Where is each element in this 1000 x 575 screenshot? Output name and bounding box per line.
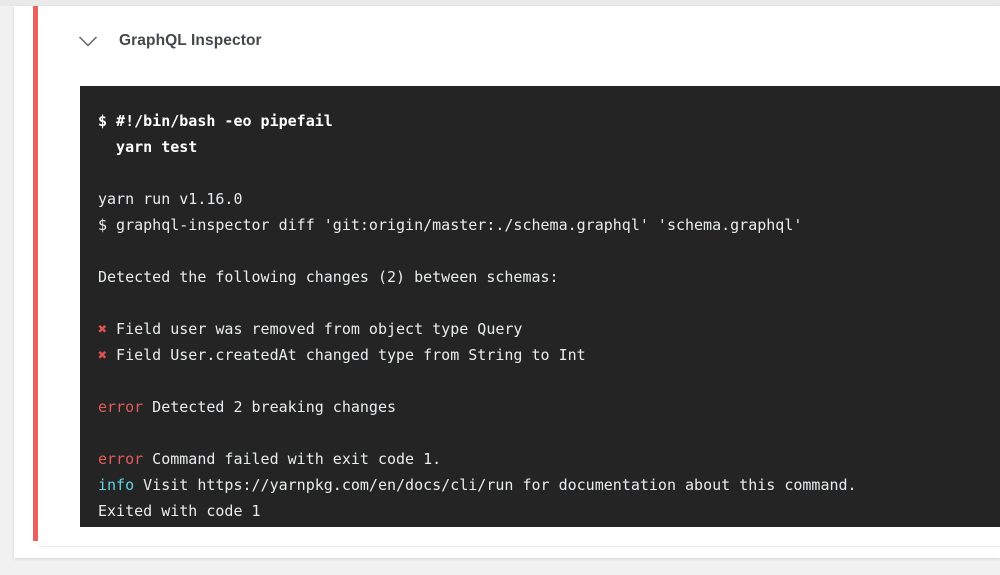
terminal-line xyxy=(98,420,996,446)
error-label: error xyxy=(98,450,144,468)
terminal-line xyxy=(98,238,996,264)
error-label: error xyxy=(98,398,144,416)
chevron-down-icon[interactable] xyxy=(75,28,101,54)
terminal-line xyxy=(98,160,996,186)
terminal-message-text: Visit https://yarnpkg.com/en/docs/cli/ru… xyxy=(134,476,857,494)
page-title: GraphQL Inspector xyxy=(119,31,262,49)
terminal-line: yarn run v1.16.0 xyxy=(98,186,996,212)
terminal-line xyxy=(98,368,996,394)
terminal-output-text: $ graphql-inspector diff 'git:origin/mas… xyxy=(98,216,803,234)
build-step-card: GraphQL Inspector $ #!/bin/bash -eo pipe… xyxy=(14,6,1000,558)
terminal-line: ✖ Field user was removed from object typ… xyxy=(98,316,996,342)
terminal-output-text: yarn run v1.16.0 xyxy=(98,190,243,208)
terminal-lines: $ #!/bin/bash -eo pipefail yarn test yar… xyxy=(80,86,1000,527)
terminal-line: Exited with code 1 xyxy=(98,498,996,524)
terminal-line xyxy=(98,290,996,316)
terminal-message-text: Command failed with exit code 1. xyxy=(143,450,442,468)
terminal-line: error Detected 2 breaking changes xyxy=(98,394,996,420)
terminal-log-output[interactable]: $ #!/bin/bash -eo pipefail yarn test yar… xyxy=(80,86,1000,527)
terminal-line: $ graphql-inspector diff 'git:origin/mas… xyxy=(98,212,996,238)
terminal-message-text: Detected 2 breaking changes xyxy=(143,398,397,416)
cross-mark-icon: ✖ xyxy=(98,320,108,338)
terminal-command-text: yarn test xyxy=(98,138,198,156)
card-divider xyxy=(38,546,1000,547)
terminal-line: $ #!/bin/bash -eo pipefail xyxy=(98,108,996,134)
terminal-change-text: Field user was removed from object type … xyxy=(107,320,523,338)
terminal-output-text: Detected the following changes (2) betwe… xyxy=(98,268,559,286)
terminal-command-text: $ #!/bin/bash -eo pipefail xyxy=(98,112,333,130)
terminal-line: error Command failed with exit code 1. xyxy=(98,446,996,472)
cross-mark-icon: ✖ xyxy=(98,346,108,364)
step-header[interactable]: GraphQL Inspector xyxy=(38,6,1000,75)
terminal-change-text: Field User.createdAt changed type from S… xyxy=(107,346,586,364)
top-strip xyxy=(0,0,1000,6)
terminal-line: ✖ Field User.createdAt changed type from… xyxy=(98,342,996,368)
terminal-line: yarn test xyxy=(98,134,996,160)
terminal-line: Detected the following changes (2) betwe… xyxy=(98,264,996,290)
info-label: info xyxy=(98,476,135,494)
status-accent-bar xyxy=(33,6,38,541)
terminal-output-text: Exited with code 1 xyxy=(98,502,261,520)
terminal-line: info Visit https://yarnpkg.com/en/docs/c… xyxy=(98,472,996,498)
